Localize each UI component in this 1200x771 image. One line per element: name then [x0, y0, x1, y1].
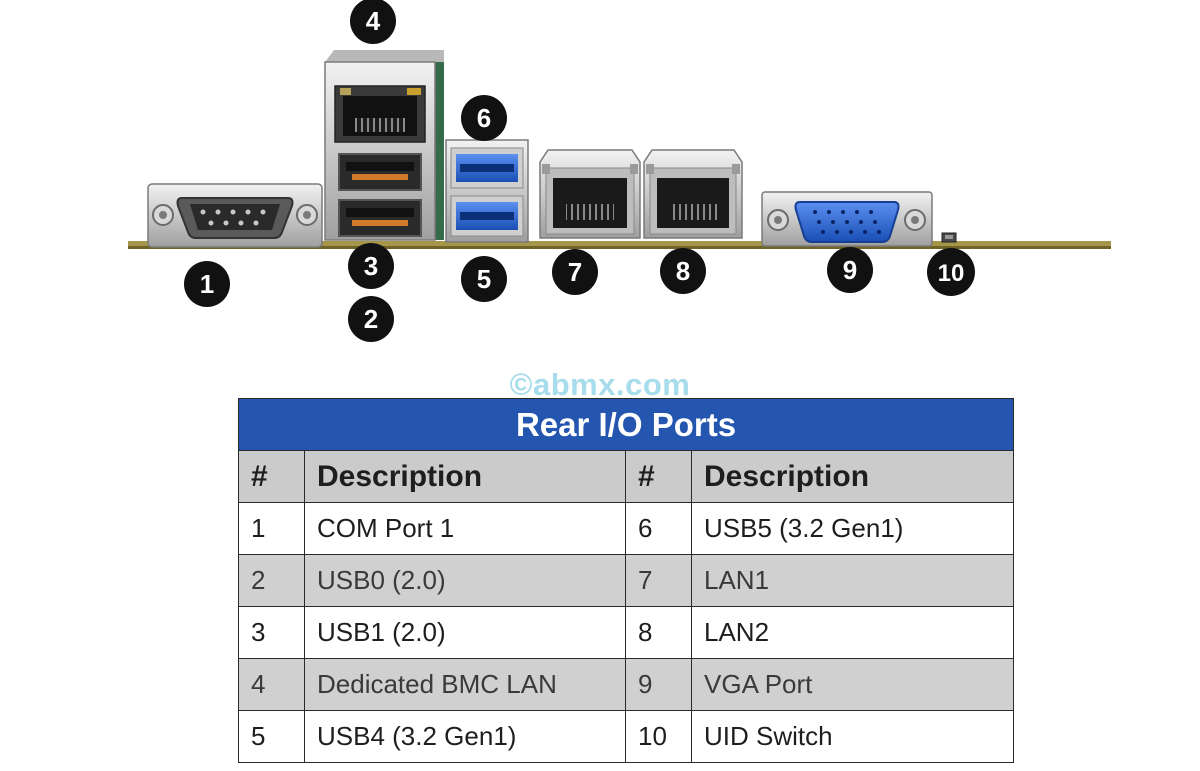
callout-9: 9	[827, 247, 873, 293]
svg-text:10: 10	[938, 260, 965, 287]
rear-io-diagram: 1 2 3 4 5 6 7 8 9 10	[128, 0, 1111, 342]
port-description: USB4 (3.2 Gen1)	[304, 710, 626, 763]
svg-text:7: 7	[568, 257, 582, 287]
rear-io-ports-table: Rear I/O Ports # Description # Descripti…	[237, 398, 1015, 763]
callout-7: 7	[552, 249, 598, 295]
svg-text:5: 5	[477, 264, 491, 294]
vga-port-icon	[761, 191, 933, 247]
port-description: LAN1	[690, 554, 1015, 607]
com-port-icon	[147, 183, 323, 248]
watermark: ©abmx.com	[509, 367, 691, 402]
table-title-row: Rear I/O Ports	[237, 398, 1015, 451]
port-number: 5	[238, 710, 305, 763]
port-number: 1	[238, 502, 305, 555]
table-row: 4 Dedicated BMC LAN 9 VGA Port	[238, 658, 1015, 711]
table-row: 1 COM Port 1 6 USB5 (3.2 Gen1)	[238, 502, 1015, 555]
column-header-number: #	[625, 450, 692, 503]
port-description: LAN2	[690, 606, 1015, 659]
port-description: VGA Port	[690, 658, 1015, 711]
callout-2: 2	[348, 296, 394, 342]
rj45-lan-icon	[539, 149, 641, 239]
table-title: Rear I/O Ports	[237, 398, 1015, 451]
port-number: 3	[238, 606, 305, 659]
table-row: 5 USB4 (3.2 Gen1) 10 UID Switch	[238, 710, 1015, 763]
callout-10: 10	[927, 248, 975, 296]
callout-4: 4	[350, 0, 396, 44]
column-header-description: Description	[690, 450, 1015, 503]
port-description: COM Port 1	[304, 502, 626, 555]
rj45-lan-icon	[643, 149, 743, 239]
port-description: Dedicated BMC LAN	[304, 658, 626, 711]
port-number: 2	[238, 554, 305, 607]
svg-text:8: 8	[676, 256, 690, 286]
svg-text:3: 3	[364, 251, 378, 281]
usb2-port-icon	[338, 153, 422, 237]
callout-3: 3	[348, 243, 394, 289]
port-description: USB0 (2.0)	[304, 554, 626, 607]
svg-text:6: 6	[477, 103, 491, 133]
svg-text:1: 1	[200, 269, 214, 299]
column-header-description: Description	[304, 450, 626, 503]
port-number: 8	[625, 606, 692, 659]
callout-5: 5	[461, 256, 507, 302]
uid-switch-icon	[941, 232, 957, 243]
svg-text:2: 2	[364, 304, 378, 334]
table-row: 3 USB1 (2.0) 8 LAN2	[238, 606, 1015, 659]
port-description: USB5 (3.2 Gen1)	[690, 502, 1015, 555]
table-row: 2 USB0 (2.0) 7 LAN1	[238, 554, 1015, 607]
board-edge	[128, 241, 1111, 248]
port-number: 6	[625, 502, 692, 555]
column-header-number: #	[238, 450, 305, 503]
port-number: 7	[625, 554, 692, 607]
port-number: 9	[625, 658, 692, 711]
port-description: UID Switch	[690, 710, 1015, 763]
callout-8: 8	[660, 248, 706, 294]
port-number: 10	[625, 710, 692, 763]
usb3-port-icon	[445, 139, 529, 243]
port-number: 4	[238, 658, 305, 711]
port-description: USB1 (2.0)	[304, 606, 626, 659]
svg-text:9: 9	[843, 255, 857, 285]
callout-1: 1	[184, 261, 230, 307]
callout-6: 6	[461, 95, 507, 141]
table-header-row: # Description # Description	[238, 450, 1015, 503]
svg-text:4: 4	[366, 6, 381, 36]
